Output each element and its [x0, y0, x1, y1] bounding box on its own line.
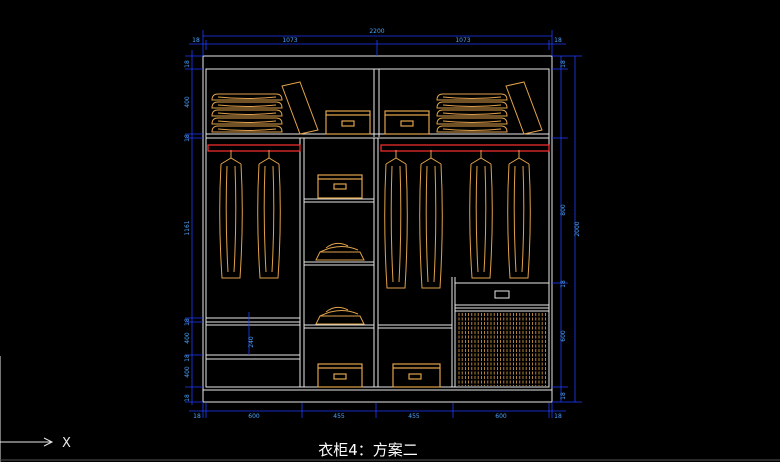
storage-box-icon [317, 363, 363, 388]
ucs-arrow-icon [0, 356, 54, 462]
dimension-lines [185, 30, 582, 418]
rod-right [380, 144, 550, 152]
hanging-garment-icon [257, 150, 281, 279]
storage-box-icon [325, 110, 371, 135]
drawing-caption: 衣柜4：方案二 [318, 441, 418, 459]
dim-bottom: 600 [248, 413, 260, 420]
top-shelf [205, 133, 550, 139]
dim-left: 400 [184, 332, 191, 344]
dim-drawer-inner: 240 [248, 336, 255, 348]
dim-top-cap-left: 18 [192, 37, 200, 44]
dim-left: 400 [184, 366, 191, 378]
folded-clothes-icon [315, 242, 365, 261]
dim-left: 18 [184, 318, 191, 326]
storage-box-icon [317, 174, 363, 199]
left-drawer-1 [205, 324, 301, 356]
dim-bottom: 600 [495, 413, 507, 420]
plinth [202, 389, 553, 403]
storage-boxes [317, 110, 441, 388]
hanging-rods [207, 144, 550, 152]
left-drawer-2 [205, 358, 301, 388]
dim-left: 18 [184, 60, 191, 68]
dim-top-left: 1073 [282, 37, 297, 44]
dim-right: 18 [560, 60, 567, 68]
hanging-garments [219, 150, 531, 289]
drawer-handle [494, 290, 510, 299]
dim-bottom: 455 [408, 413, 420, 420]
dim-right: 600 [560, 330, 567, 342]
hanging-garment-icon [419, 150, 443, 289]
folded-clothes-icon [315, 306, 365, 325]
folded-clothes [211, 81, 543, 325]
folded-clothes-icon [211, 93, 283, 133]
dim-bottom: 455 [333, 413, 345, 420]
dim-bottom: 18 [554, 413, 562, 420]
folded-clothes-icon [436, 93, 508, 133]
rod-left [207, 144, 301, 152]
dim-right: 18 [560, 280, 567, 288]
hanging-garment-icon [384, 150, 408, 289]
dim-overall-height: 2000 [574, 221, 581, 236]
hanging-garment-icon [219, 150, 243, 279]
dimension-labels: 2200 1073 1073 18 18 18 600 455 455 600 … [184, 28, 581, 420]
dim-top-right: 1073 [455, 37, 470, 44]
folded-clothes-icon [505, 81, 543, 135]
ucs-x-label: X [62, 436, 71, 451]
wardrobe-cabinet [202, 55, 553, 403]
storage-box-icon [384, 110, 430, 135]
storage-box-icon [392, 363, 441, 388]
pull-out-basket [458, 313, 546, 386]
dim-left: 18 [184, 134, 191, 142]
dim-top-cap-right: 18 [554, 37, 562, 44]
dim-right: 18 [560, 392, 567, 400]
dim-bottom: 18 [193, 413, 201, 420]
hanging-garment-icon [469, 150, 493, 279]
dim-left: 18 [184, 354, 191, 362]
hanging-garment-icon [507, 150, 531, 279]
right-drawer [454, 282, 550, 306]
dim-right: 800 [560, 204, 567, 216]
dim-left: 18 [184, 394, 191, 402]
dim-left: 400 [184, 96, 191, 108]
dim-overall-width: 2200 [369, 28, 384, 35]
folded-clothes-icon [281, 81, 319, 135]
dim-left: 1161 [184, 220, 191, 235]
